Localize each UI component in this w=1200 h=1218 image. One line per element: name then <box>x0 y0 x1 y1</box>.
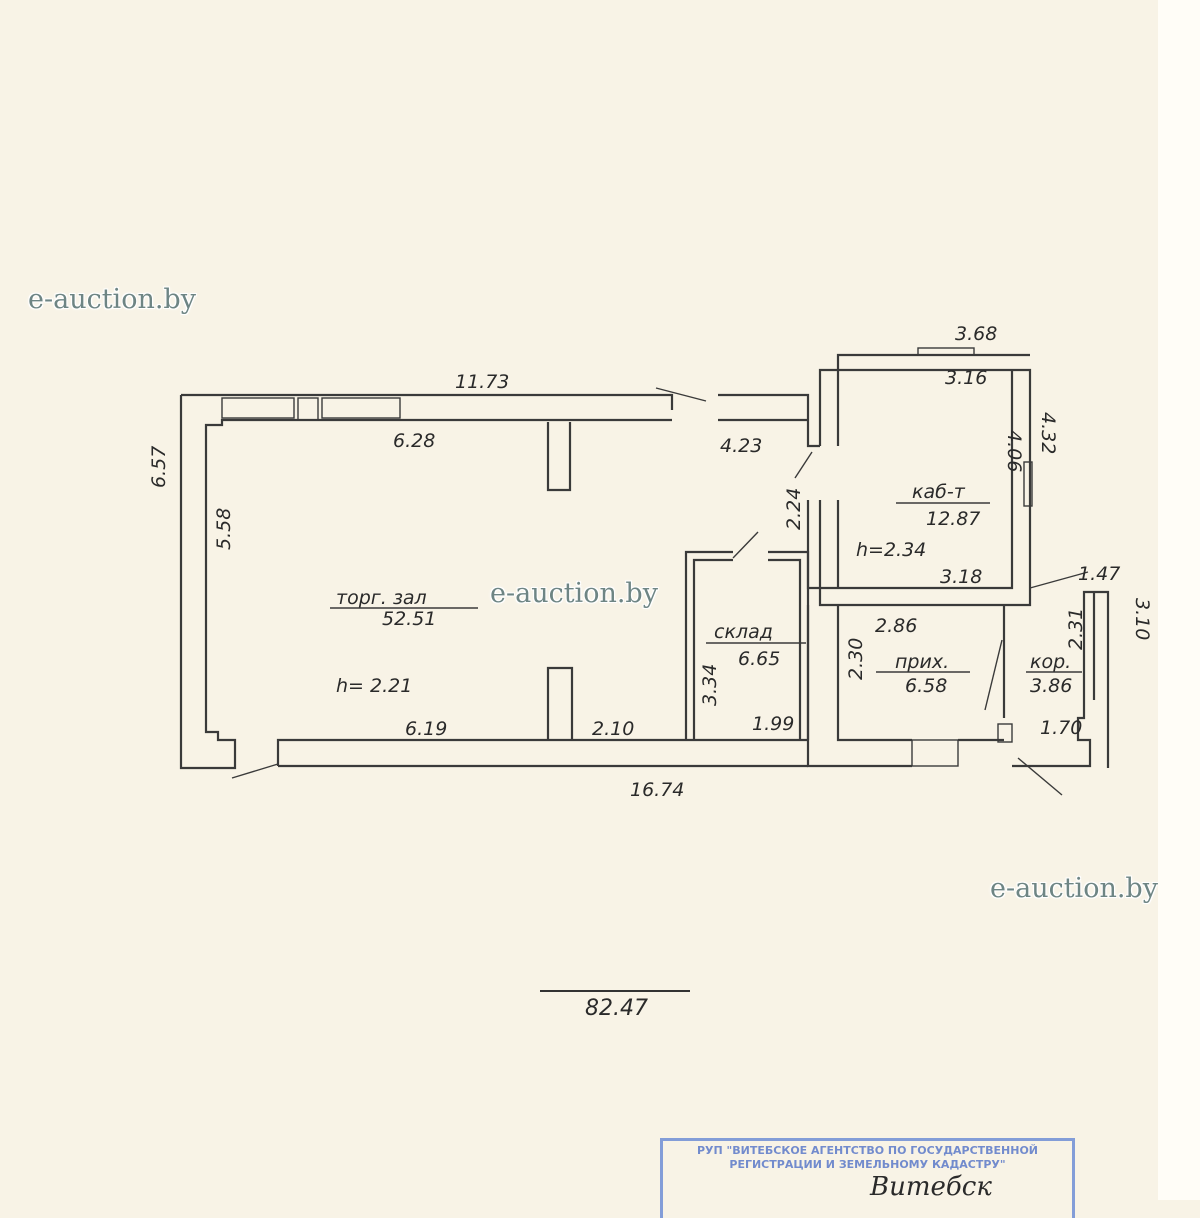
dim-office-top-inner: 3.16 <box>945 367 987 389</box>
registry-stamp: РУП "ВИТЕБСКОЕ АГЕНТСТВО ПО ГОСУДАРСТВЕН… <box>660 1138 1075 1218</box>
dim-office-right-outer: 4.32 <box>1037 412 1059 454</box>
watermark-center: e-auction.by <box>490 578 658 609</box>
dim-office-bottom: 3.18 <box>940 566 982 588</box>
dim-corridor-width: 2.24 <box>783 488 805 530</box>
room-labels: торг. зал 52.51 h= 2.21 склад 6.65 каб-т… <box>330 481 1082 697</box>
hallway-name: прих. <box>895 651 949 673</box>
dim-storage-left: 3.34 <box>699 664 721 706</box>
dim-top-overall: 11.73 <box>455 371 509 393</box>
office-area: 12.87 <box>926 508 980 530</box>
dim-office-top-outer: 3.68 <box>955 323 997 345</box>
stamp-line-2: РЕГИСТРАЦИИ И ЗЕМЕЛЬНОМУ КАДАСТРУ" <box>729 1158 1006 1171</box>
office-walls <box>794 347 1033 607</box>
corridor-area: 3.86 <box>1030 675 1072 697</box>
dim-corridor-right-outer: 3.10 <box>1131 598 1153 640</box>
dim-top-left-window: 6.28 <box>393 430 435 452</box>
storage-name: склад <box>714 621 773 643</box>
stamp-line-1: РУП "ВИТЕБСКОЕ АГЕНТСТВО ПО ГОСУДАРСТВЕН… <box>696 1144 1039 1157</box>
watermark-bottom-right: e-auction.by <box>990 873 1158 904</box>
sales-hall-name: торг. зал <box>336 587 427 609</box>
stamp-city: Витебск <box>870 1172 992 1202</box>
office-height: h=2.34 <box>856 539 926 561</box>
dimension-labels: 11.73 6.28 4.23 6.57 5.58 16.74 6.19 2.1… <box>148 323 1153 801</box>
dim-bottom-mid: 2.10 <box>592 718 634 740</box>
watermark-top-left: e-auction.by <box>28 284 196 315</box>
dim-left-inner: 5.58 <box>213 508 235 550</box>
dim-hallway-top: 2.86 <box>875 615 917 637</box>
paper-edge <box>1158 0 1200 1200</box>
sales-hall-walls <box>179 387 820 779</box>
dim-left-outer: 6.57 <box>148 446 170 488</box>
hallway-walls <box>806 571 1110 796</box>
dim-corridor-right-inner: 2.31 <box>1065 608 1087 650</box>
total-area-line <box>540 990 690 992</box>
dim-bottom-left: 6.19 <box>405 718 447 740</box>
dim-top-right-segment: 4.23 <box>720 435 762 457</box>
dim-office-right-inner: 4.06 <box>1003 430 1025 472</box>
corridor-name: кор. <box>1030 651 1071 673</box>
dim-bottom-overall: 16.74 <box>630 779 684 801</box>
dim-storage-bottom: 1.99 <box>752 713 794 735</box>
sales-hall-area: 52.51 <box>382 608 436 630</box>
total-area: 82.47 <box>585 996 648 1021</box>
dim-hallway-left: 2.30 <box>845 638 867 680</box>
storage-area: 6.65 <box>738 648 780 670</box>
office-name: каб-т <box>912 481 966 503</box>
dim-corridor-bottom: 1.70 <box>1040 717 1082 739</box>
dim-corridor-top: 1.47 <box>1078 563 1120 585</box>
hallway-area: 6.58 <box>905 675 947 697</box>
sales-hall-height: h= 2.21 <box>336 675 412 697</box>
